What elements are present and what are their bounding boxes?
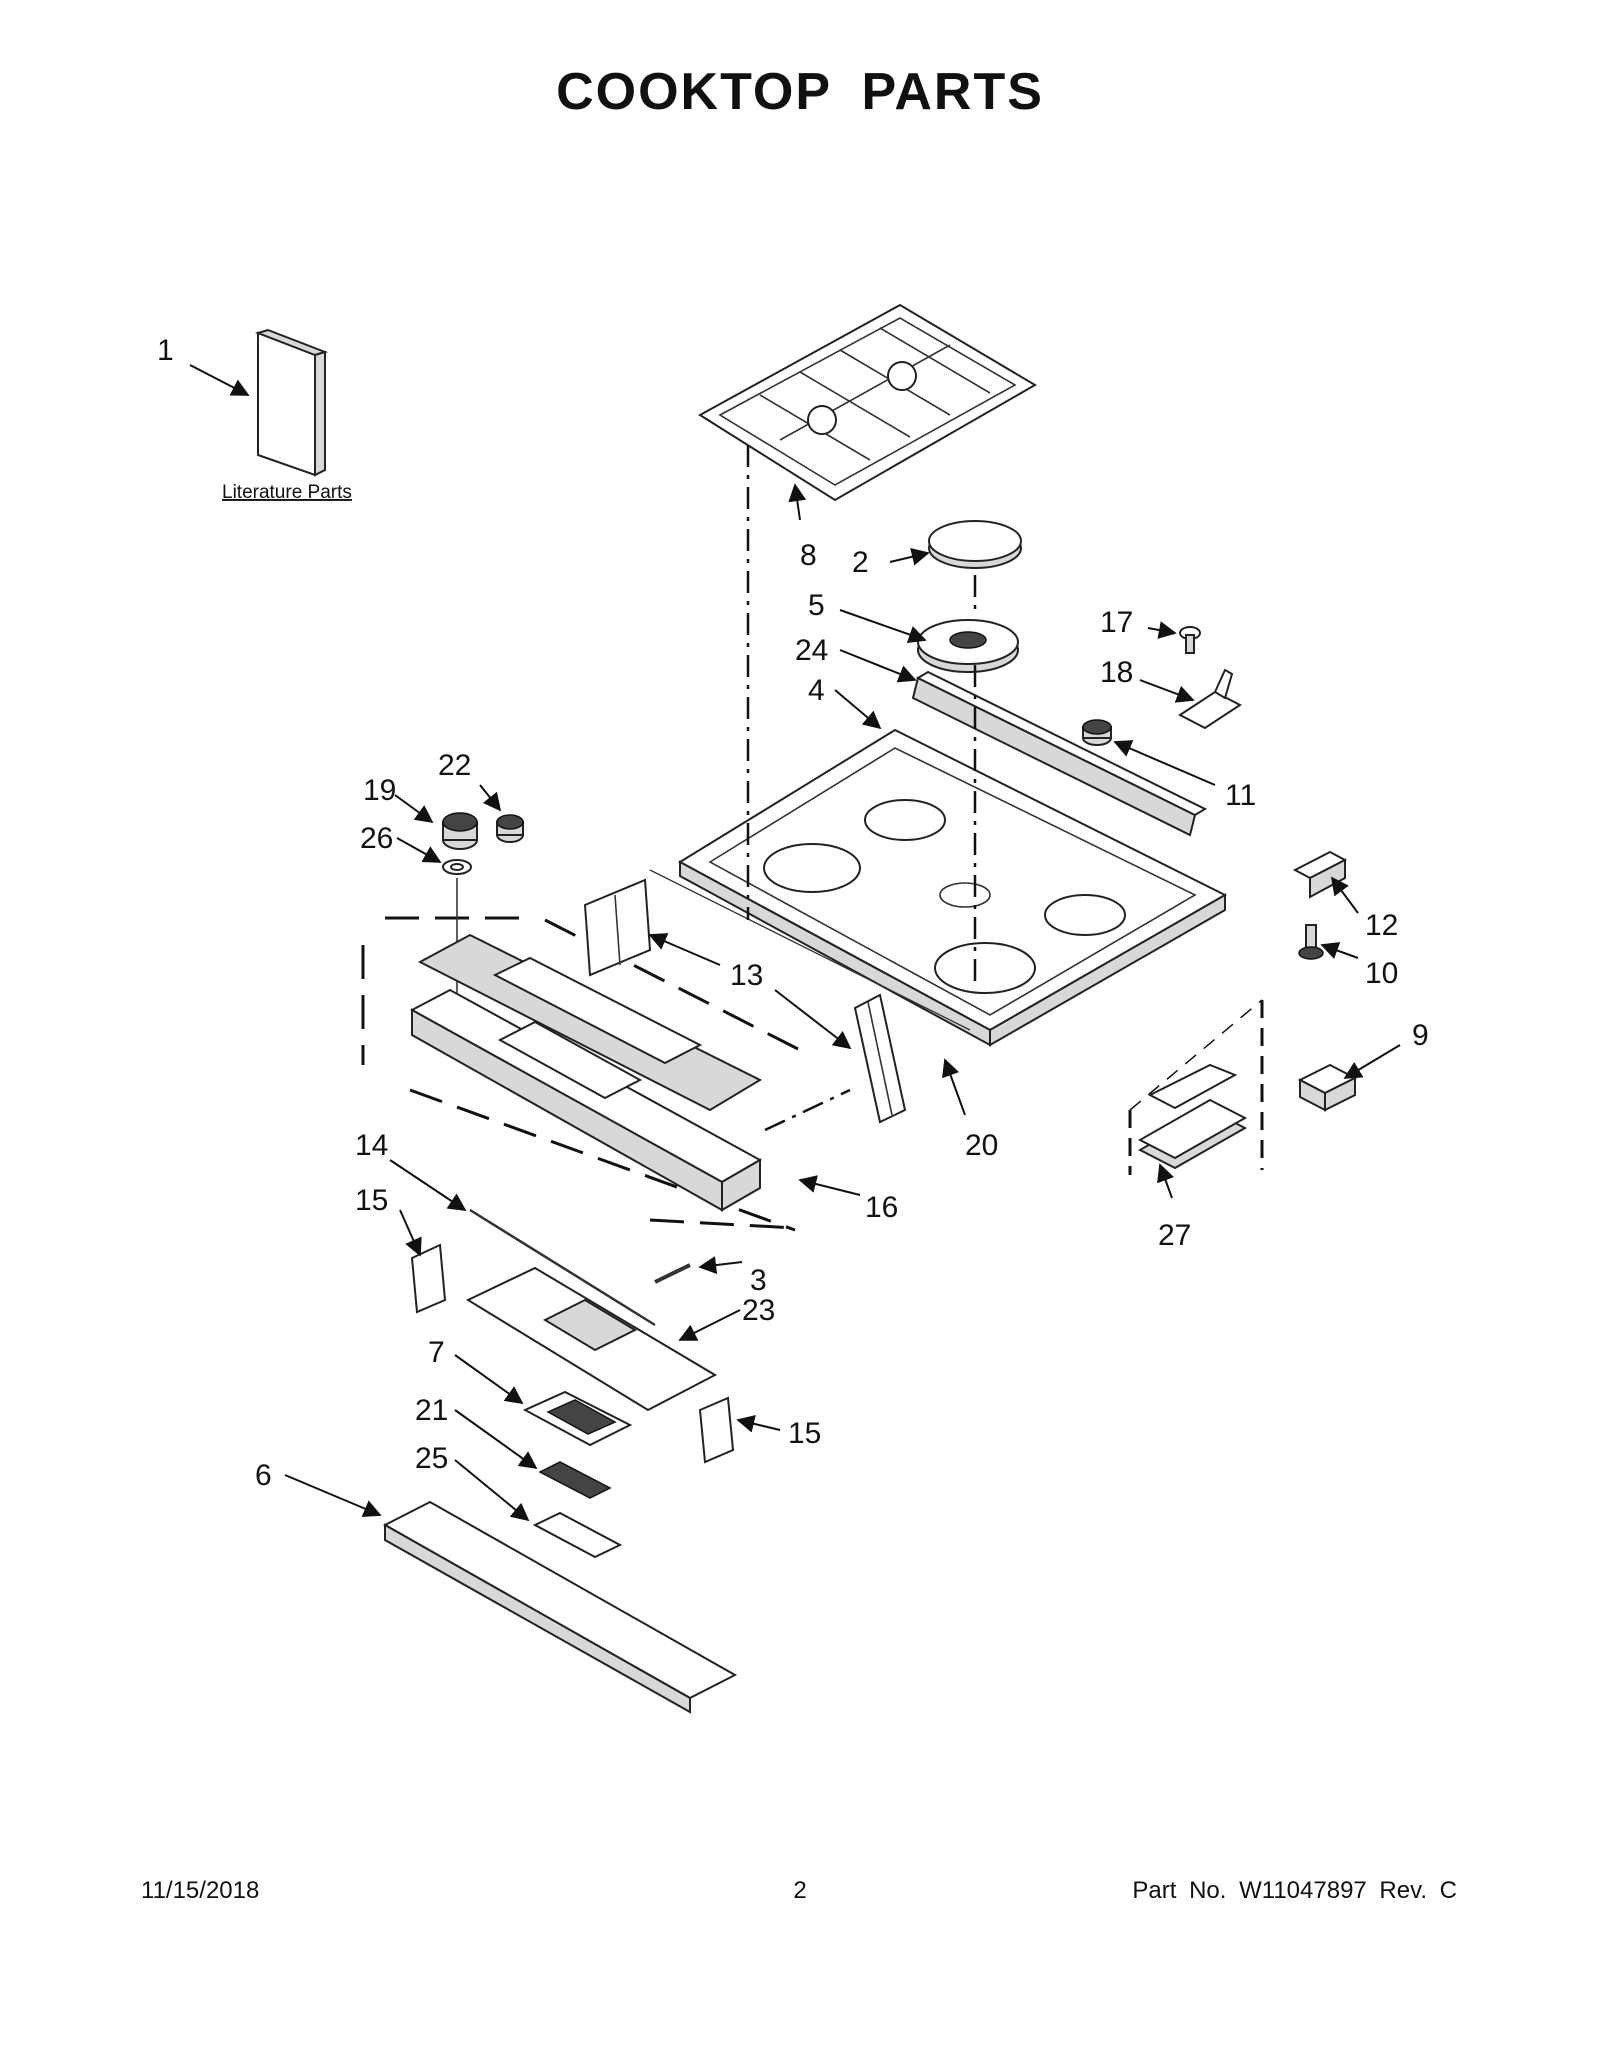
bracket	[1178, 668, 1242, 730]
callout-16: 16	[865, 1191, 898, 1224]
callout-19: 19	[363, 774, 396, 807]
grommet	[1082, 719, 1112, 746]
burner-seal-gasket	[1137, 1063, 1248, 1170]
callout-15-right: 15	[788, 1417, 821, 1450]
callout-21: 21	[415, 1394, 448, 1427]
electronic-control-board	[522, 1390, 633, 1447]
knob-washer	[442, 859, 472, 875]
control-panel-insulation	[417, 933, 763, 1112]
callout-24: 24	[795, 634, 828, 667]
panel-bracket-right	[698, 1396, 735, 1464]
knob-insert	[496, 814, 524, 843]
front-trim	[382, 1500, 738, 1714]
callout-27: 27	[1158, 1219, 1191, 1252]
footer-page-number: 2	[793, 1877, 807, 1904]
callout-12: 12	[1365, 909, 1398, 942]
callout-8: 8	[800, 539, 817, 572]
callout-6: 6	[255, 1459, 272, 1492]
burner-grate	[698, 303, 1037, 502]
callout-13: 13	[730, 959, 763, 992]
burner-cap	[928, 520, 1022, 569]
page-title: COOKTOP PARTS	[556, 63, 1044, 121]
side-bracket-right	[853, 993, 907, 1124]
connector	[538, 1461, 612, 1499]
callout-25: 25	[415, 1442, 448, 1475]
callout-1: 1	[157, 334, 174, 367]
callout-22: 22	[438, 749, 471, 782]
callout-15-left: 15	[355, 1184, 388, 1217]
callout-14: 14	[355, 1129, 388, 1162]
side-bracket-left	[583, 878, 652, 977]
footer-date: 11/15/2018	[141, 1877, 260, 1904]
literature-parts-label: Literature Parts	[222, 482, 352, 503]
burner-bracket-bar	[911, 670, 1208, 837]
burner-base	[917, 619, 1019, 673]
callout-26: 26	[360, 822, 393, 855]
shield-plate	[532, 1511, 623, 1559]
callout-9: 9	[1412, 1019, 1429, 1052]
control-panel-housing	[409, 988, 763, 1212]
cooktop-main-top	[678, 728, 1228, 1047]
control-knob	[442, 812, 478, 850]
mounting-bracket	[1292, 850, 1348, 899]
screw	[1179, 626, 1201, 654]
literature-booklet	[254, 328, 329, 477]
control-board-bracket	[465, 1266, 718, 1412]
leveling-leg	[1298, 924, 1324, 960]
callout-18: 18	[1100, 656, 1133, 689]
callout-7: 7	[428, 1336, 445, 1369]
callout-11: 11	[1225, 779, 1256, 812]
callout-4: 4	[808, 674, 825, 707]
callout-10: 10	[1365, 957, 1398, 990]
panel-bracket-left	[410, 1243, 447, 1314]
callout-17: 17	[1100, 606, 1133, 639]
spark-module	[1297, 1063, 1358, 1112]
callout-23: 23	[742, 1294, 775, 1327]
footer-part-number: Part No. W11047897 Rev. C	[1132, 1877, 1457, 1904]
callout-2: 2	[852, 546, 869, 579]
callout-20: 20	[965, 1129, 998, 1162]
callout-5: 5	[808, 589, 825, 622]
callout-3: 3	[750, 1264, 767, 1297]
